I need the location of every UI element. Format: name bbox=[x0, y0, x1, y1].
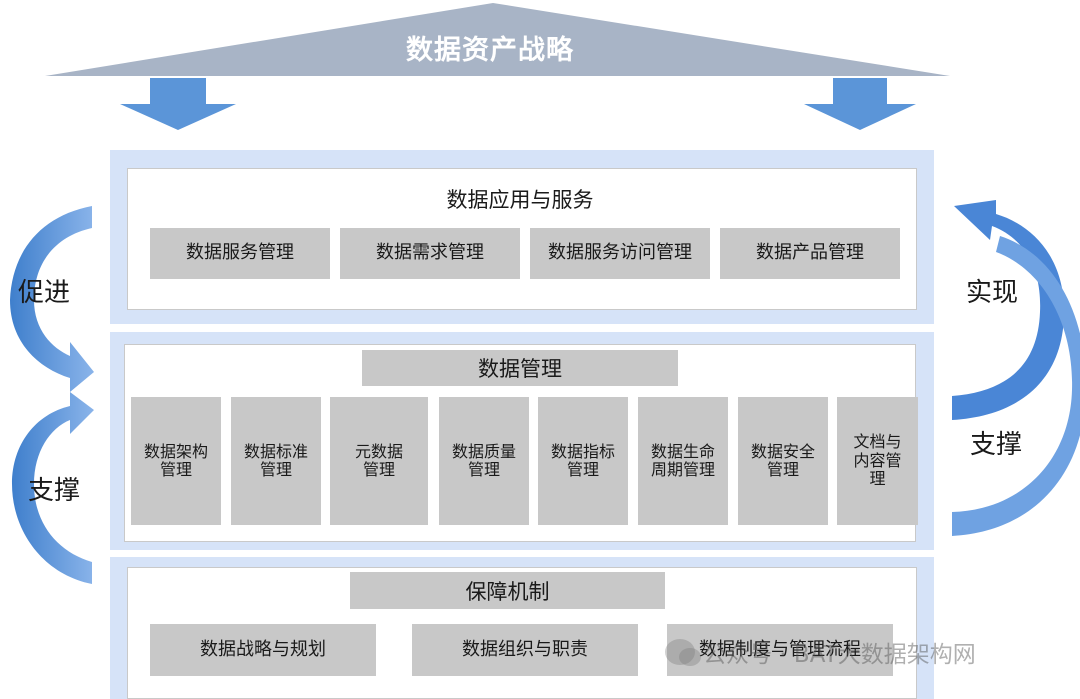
left-bottom-curve-arrow-icon bbox=[12, 392, 94, 584]
management-item: 数据质量 管理 bbox=[439, 397, 529, 525]
management-item: 元数据 管理 bbox=[330, 397, 428, 525]
side-label-promote: 促进 bbox=[18, 278, 71, 308]
management-layer-title: 数据管理 bbox=[362, 350, 678, 386]
side-label-support-left: 支撑 bbox=[28, 476, 81, 506]
side-label-realize: 实现 bbox=[966, 278, 1019, 308]
watermark-text: 公众号 · BAT大数据架构网 bbox=[703, 642, 976, 668]
management-item: 数据架构 管理 bbox=[131, 397, 221, 525]
down-arrow-right-icon bbox=[804, 78, 916, 130]
guarantee-item: 数据组织与职责 bbox=[412, 624, 638, 676]
guarantee-item: 数据制度与管理流程 bbox=[667, 624, 893, 676]
application-item: 数据服务访问管理 bbox=[530, 228, 710, 279]
wechat-icon bbox=[665, 639, 701, 666]
application-layer-title: 数据应用与服务 bbox=[446, 188, 594, 212]
management-item: 数据标准 管理 bbox=[231, 397, 321, 525]
watermark: 公众号 · BAT大数据架构网 bbox=[665, 632, 976, 672]
management-item: 数据安全 管理 bbox=[738, 397, 828, 525]
guarantee-item: 数据战略与规划 bbox=[150, 624, 376, 676]
guarantee-layer-title: 保障机制 bbox=[350, 572, 665, 609]
application-item: 数据需求管理 bbox=[340, 228, 520, 279]
side-label-support-right: 支撑 bbox=[970, 430, 1023, 460]
left-top-curve-arrow-icon bbox=[10, 206, 94, 392]
management-item: 文档与 内容管 理 bbox=[837, 397, 918, 525]
roof-title: 数据资产战略 bbox=[406, 35, 574, 66]
application-item: 数据服务管理 bbox=[150, 228, 330, 279]
down-arrow-left-icon bbox=[120, 78, 236, 130]
application-item: 数据产品管理 bbox=[720, 228, 900, 279]
right-top-curve-arrow-icon bbox=[952, 200, 1065, 420]
management-item: 数据指标 管理 bbox=[538, 397, 628, 525]
management-item: 数据生命 周期管理 bbox=[638, 397, 728, 525]
roof-shape bbox=[45, 3, 950, 76]
